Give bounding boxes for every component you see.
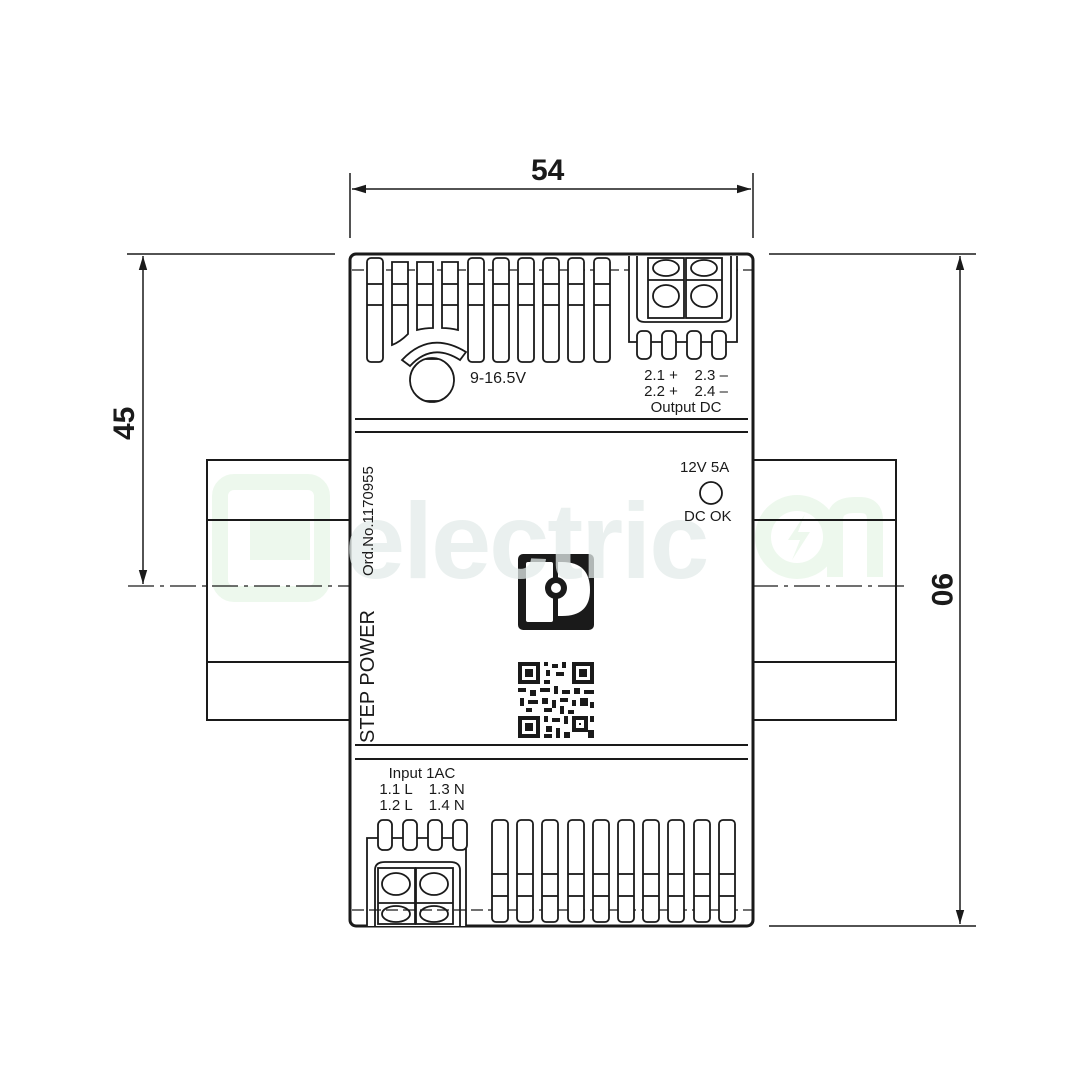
- dimension-height-90: [769, 253, 976, 927]
- dc-ok-led-icon: [699, 481, 723, 505]
- din-rail-right: [752, 459, 897, 721]
- voltage-adjust-potentiometer-icon: [400, 341, 468, 403]
- dimension-90-label: 90: [925, 573, 958, 607]
- input-terminal-labels: Input 1AC 1.1 L 1.3 N 1.2 L 1.4 N: [370, 766, 474, 814]
- dimension-width: [349, 173, 754, 238]
- top-vents: [366, 257, 611, 363]
- input-terminal-title: Input 1AC: [388, 765, 456, 782]
- housing-dividers: [355, 418, 748, 760]
- dc-ok-label: DC OK: [684, 508, 732, 525]
- input-terminal-line2: 1.2 L 1.4 N: [379, 797, 465, 814]
- watermark-text: electric: [345, 480, 709, 601]
- order-number-label: Ord.No.1170955: [360, 466, 377, 576]
- qr-code-icon: [518, 662, 594, 738]
- watermark-bolt-icon: [755, 495, 883, 579]
- output-terminal-line2: 2.2 + 2.4 –: [644, 383, 728, 400]
- output-terminal-block: [628, 256, 738, 360]
- watermark-logo-icon: [212, 474, 330, 602]
- output-terminal-title: Output DC: [650, 399, 722, 416]
- dimension-height-45: [127, 253, 335, 584]
- bottom-vents: [491, 819, 736, 923]
- dimension-width-label: 54: [531, 154, 565, 187]
- input-terminal-line1: 1.1 L 1.3 N: [379, 781, 465, 798]
- rating-label: 12V 5A: [680, 459, 730, 476]
- dimension-45-label: 45: [108, 406, 141, 440]
- output-terminal-labels: 2.1 + 2.3 – 2.2 + 2.4 – Output DC: [640, 368, 732, 416]
- product-name-label: STEP POWER: [357, 610, 379, 743]
- voltage-adjust-label: 9-16.5V: [470, 370, 527, 387]
- output-terminal-line1: 2.1 + 2.3 –: [644, 367, 728, 384]
- phoenix-contact-logo-icon: [518, 554, 594, 630]
